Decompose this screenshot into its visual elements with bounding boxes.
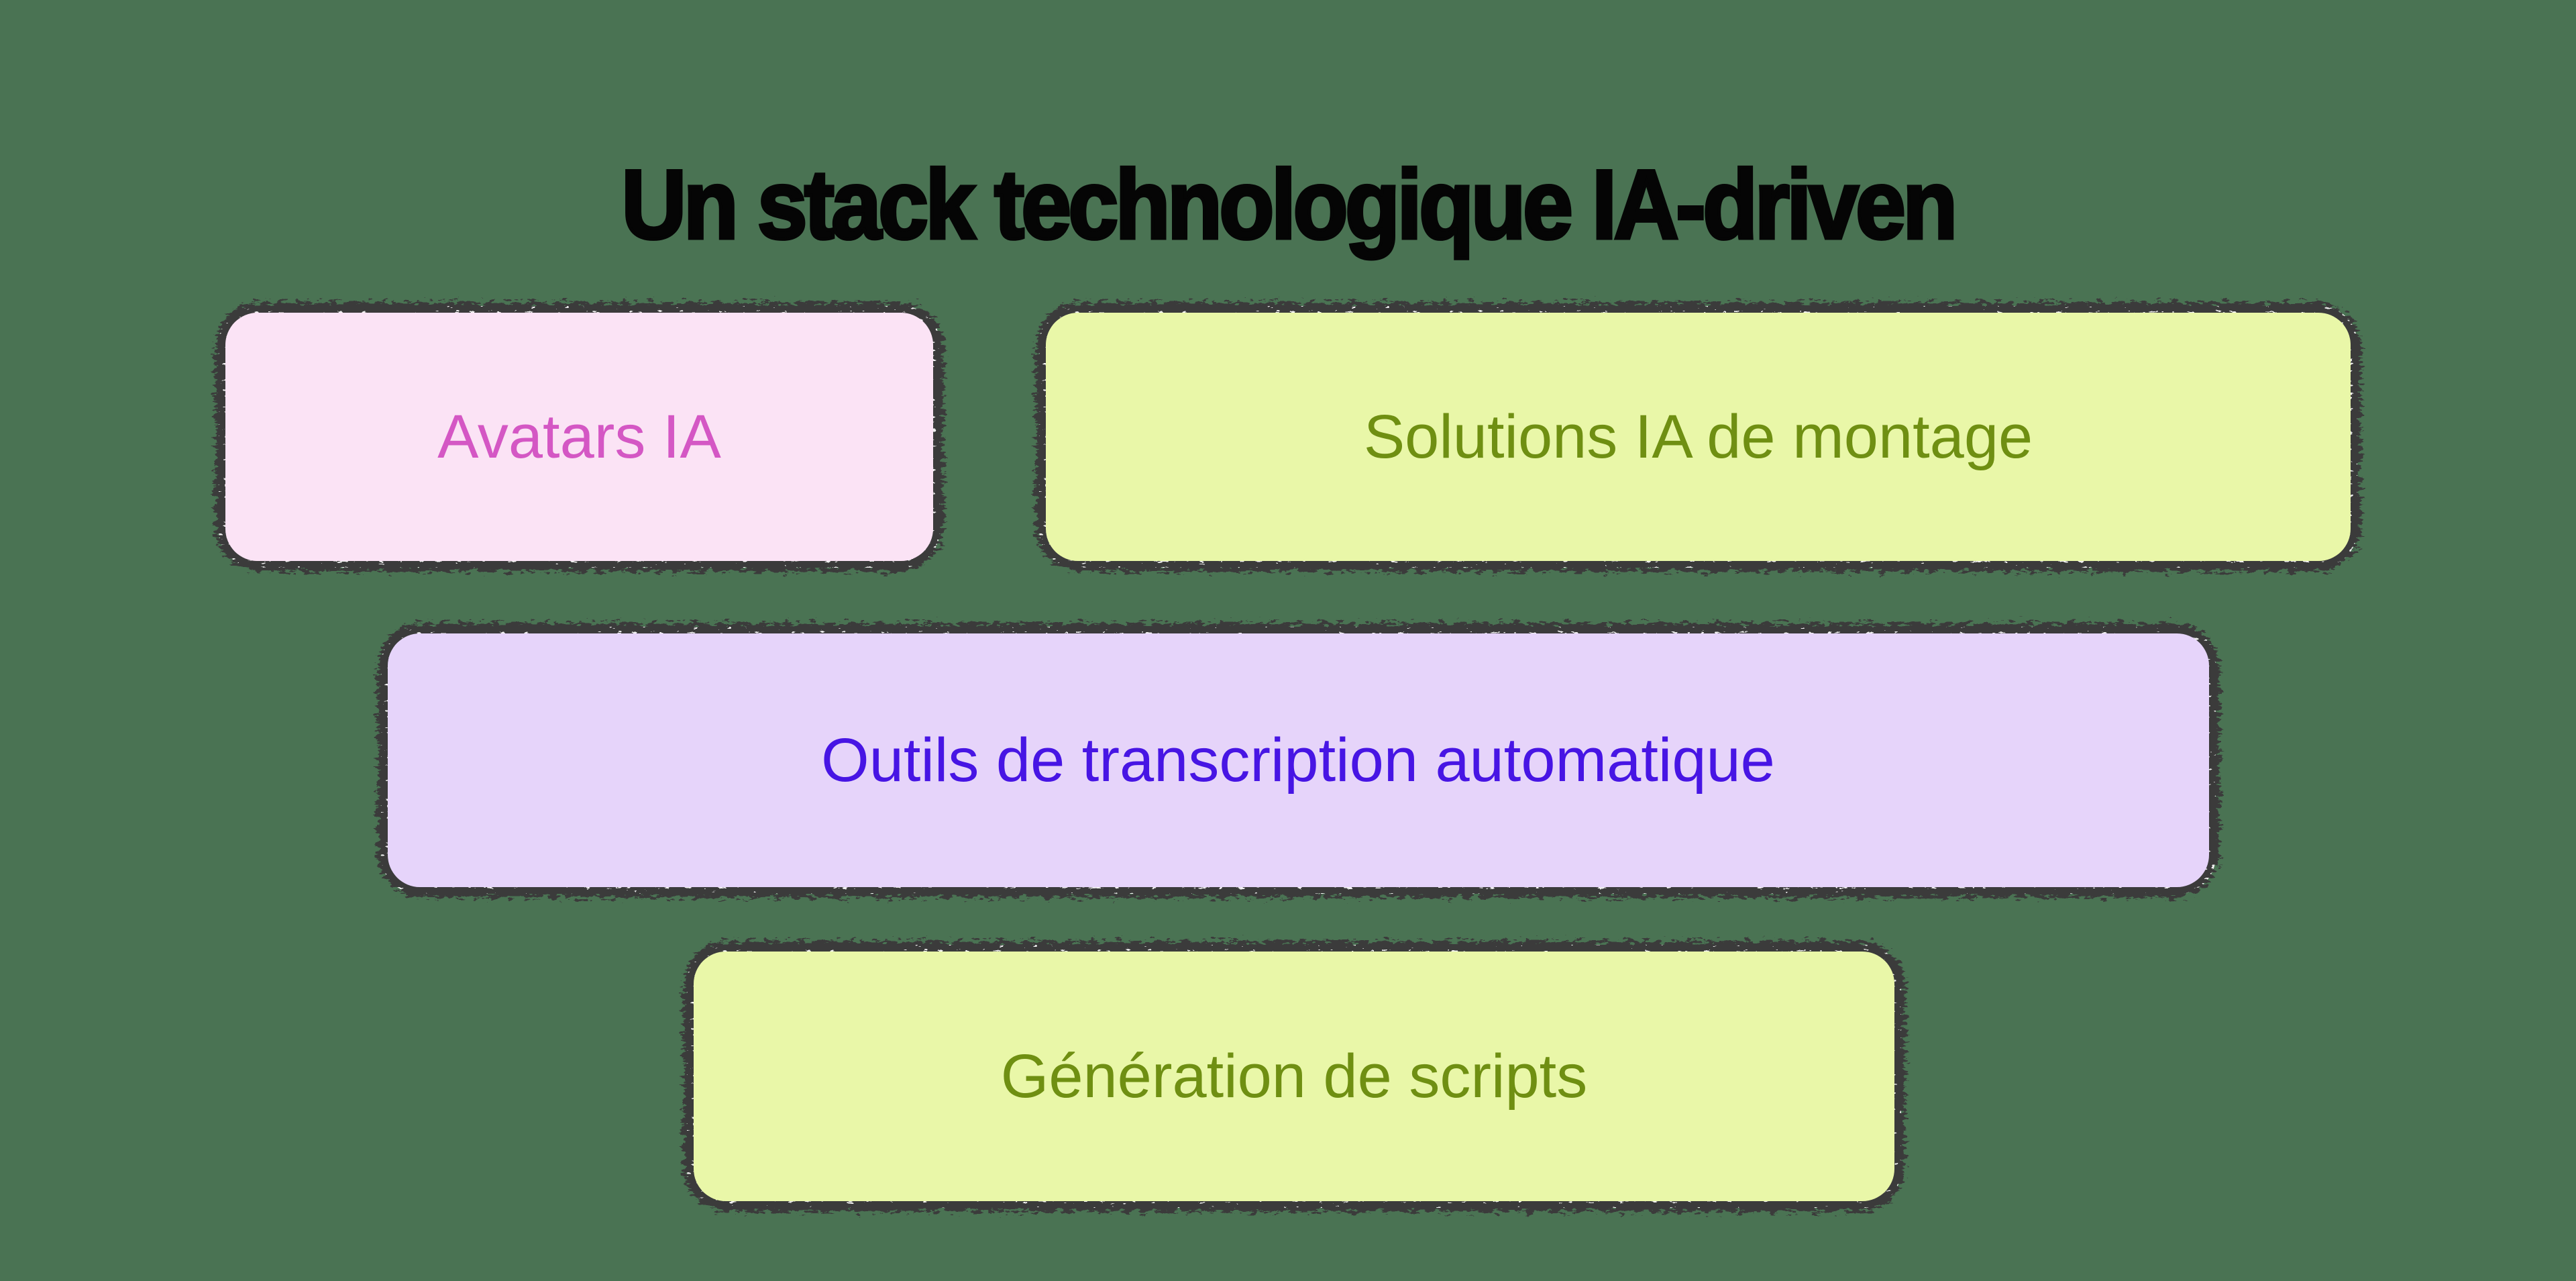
card-avatars-ia[interactable]: Avatars IA xyxy=(215,302,944,572)
page-title: Un stack technologique IA-driven xyxy=(620,149,1960,259)
card-generation-scripts[interactable]: Génération de scripts xyxy=(683,941,1905,1212)
card-label: Avatars IA xyxy=(437,403,721,471)
card-label: Génération de scripts xyxy=(1000,1042,1588,1111)
card-label: Outils de transcription automatique xyxy=(821,726,1775,795)
card-transcription[interactable]: Outils de transcription automatique xyxy=(377,623,2219,898)
card-row-3: Génération de scripts xyxy=(0,941,2576,1212)
card-row-2: Outils de transcription automatique xyxy=(0,623,2576,898)
card-solutions-ia-montage[interactable]: Solutions IA de montage xyxy=(1035,302,2361,572)
card-label: Solutions IA de montage xyxy=(1363,403,2033,471)
card-row-1: Avatars IA Solutions IA de montage xyxy=(0,302,2576,572)
